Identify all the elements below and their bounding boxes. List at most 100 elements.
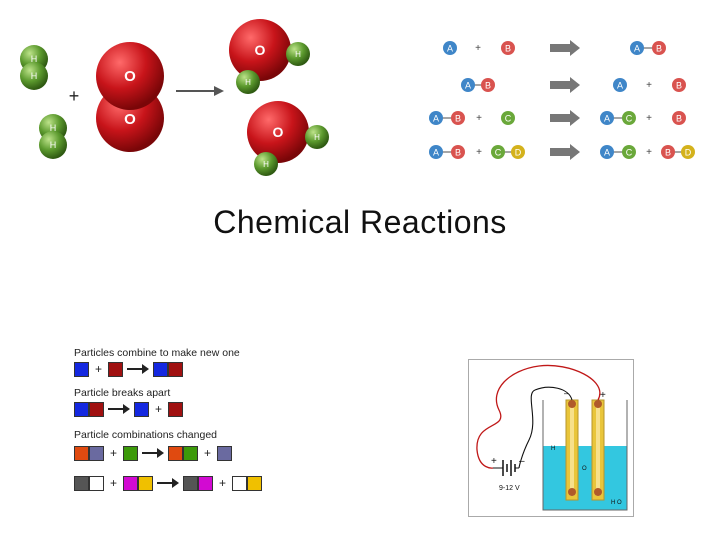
particle-b <box>672 78 686 92</box>
label-changed: Particle combinations changed <box>74 429 218 441</box>
atom-label: H <box>263 160 269 169</box>
particle-letter: A <box>465 81 471 91</box>
electrode-left <box>568 400 576 408</box>
electrode-minus: – <box>564 388 569 398</box>
atom-label: O <box>273 124 284 140</box>
particle-b <box>652 41 666 55</box>
electrode-right <box>594 400 602 408</box>
particle-c <box>622 111 636 125</box>
plus-sign: + <box>204 446 212 460</box>
particle-letter: C <box>626 114 633 124</box>
particle-letter: B <box>665 148 671 158</box>
beaker <box>542 400 628 511</box>
particle-letter: B <box>505 44 511 54</box>
particle-blue <box>134 401 149 417</box>
plus-sign: + <box>646 147 652 158</box>
particle-a <box>600 111 614 125</box>
red-wire <box>476 364 601 469</box>
arrow-icon <box>142 448 165 458</box>
electrolysis-diagram: + – 9-12 V – + H O H O <box>468 359 634 517</box>
hydrogen-molecule-bottom: H H <box>39 114 67 159</box>
atom-label: H <box>245 78 251 87</box>
particle-pair <box>123 475 154 491</box>
particle-a <box>613 78 627 92</box>
particle-slate <box>217 445 233 461</box>
particle-a <box>429 145 443 159</box>
plus-sign: + <box>110 476 118 490</box>
particle-b <box>451 145 465 159</box>
particle-pair <box>74 475 104 491</box>
particle-letter: B <box>676 114 682 124</box>
plus-sign: + <box>476 113 482 124</box>
row-changed-1: + + <box>74 445 233 461</box>
atom-label: H <box>314 133 320 142</box>
particle-diagram: Particles combine to make new one + Part… <box>70 342 270 502</box>
particle-letter: A <box>604 114 610 124</box>
particle-letter: A <box>433 148 439 158</box>
row-changed-2: + + <box>74 475 263 491</box>
water-molecule-top: O H H <box>229 19 310 94</box>
particle-pair <box>183 475 214 491</box>
atom-label: O <box>255 42 266 58</box>
particle-letter: A <box>433 114 439 124</box>
atom-label: O <box>124 68 136 85</box>
atom-label: H <box>50 140 57 150</box>
o2-label: O <box>582 466 587 472</box>
particle-blue <box>74 361 89 377</box>
oxygen-molecule: O O <box>96 42 164 152</box>
particle-letter: D <box>685 148 692 158</box>
label-combine: Particles combine to make new one <box>74 347 240 359</box>
plus-sign: + <box>95 362 103 376</box>
particle-d <box>511 145 525 159</box>
slide-title: Chemical Reactions <box>213 204 507 240</box>
atom-label: H <box>31 71 38 81</box>
row-combine: + <box>74 361 184 377</box>
particle-pair <box>74 445 104 461</box>
particle-a <box>429 111 443 125</box>
particle-b <box>661 145 675 159</box>
particle-a <box>461 78 475 92</box>
particle-b <box>481 78 495 92</box>
particle-c <box>501 111 515 125</box>
black-wire <box>518 386 573 469</box>
battery-icon <box>493 460 519 476</box>
particle-letter: C <box>505 114 512 124</box>
battery-plus: + <box>491 456 497 467</box>
particle-letter: A <box>617 81 623 91</box>
particle-a <box>600 145 614 159</box>
h2-label: H <box>551 446 555 452</box>
battery-minus: – <box>519 456 525 467</box>
h2o-label: H O <box>611 500 622 506</box>
particle-a <box>630 41 644 55</box>
electrode-plus: + <box>600 390 606 401</box>
particle-letter: B <box>485 81 491 91</box>
arrow-icon <box>550 77 580 93</box>
molecule-reaction-image: H H + H H O O O H H O H H <box>20 19 329 176</box>
plus-sign: + <box>69 86 80 106</box>
plus-sign: + <box>646 80 652 91</box>
row-breaks: + <box>74 401 184 417</box>
plus-sign: + <box>219 476 227 490</box>
particle-letter: C <box>626 148 633 158</box>
atom-label: H <box>31 54 38 64</box>
particle-b <box>451 111 465 125</box>
particle-b <box>501 41 515 55</box>
arrow-icon <box>550 110 580 126</box>
reaction-arrow <box>176 86 224 96</box>
plus-sign: + <box>155 402 163 416</box>
particle-pair <box>74 401 104 417</box>
particle-letter: A <box>447 44 453 54</box>
plus-sign: + <box>646 113 652 124</box>
label-breaks: Particle breaks apart <box>74 387 171 399</box>
hydrogen-molecule-top: H H <box>20 45 48 90</box>
particle-pair <box>232 475 263 491</box>
arrow-icon <box>127 364 150 374</box>
particle-letter: B <box>656 44 662 54</box>
water-molecule-bottom: O H H <box>247 101 329 176</box>
particle-red <box>108 361 124 377</box>
gas-tube-left <box>565 399 579 501</box>
particle-letter: D <box>515 148 522 158</box>
atom-label: H <box>295 50 301 59</box>
particle-c <box>622 145 636 159</box>
